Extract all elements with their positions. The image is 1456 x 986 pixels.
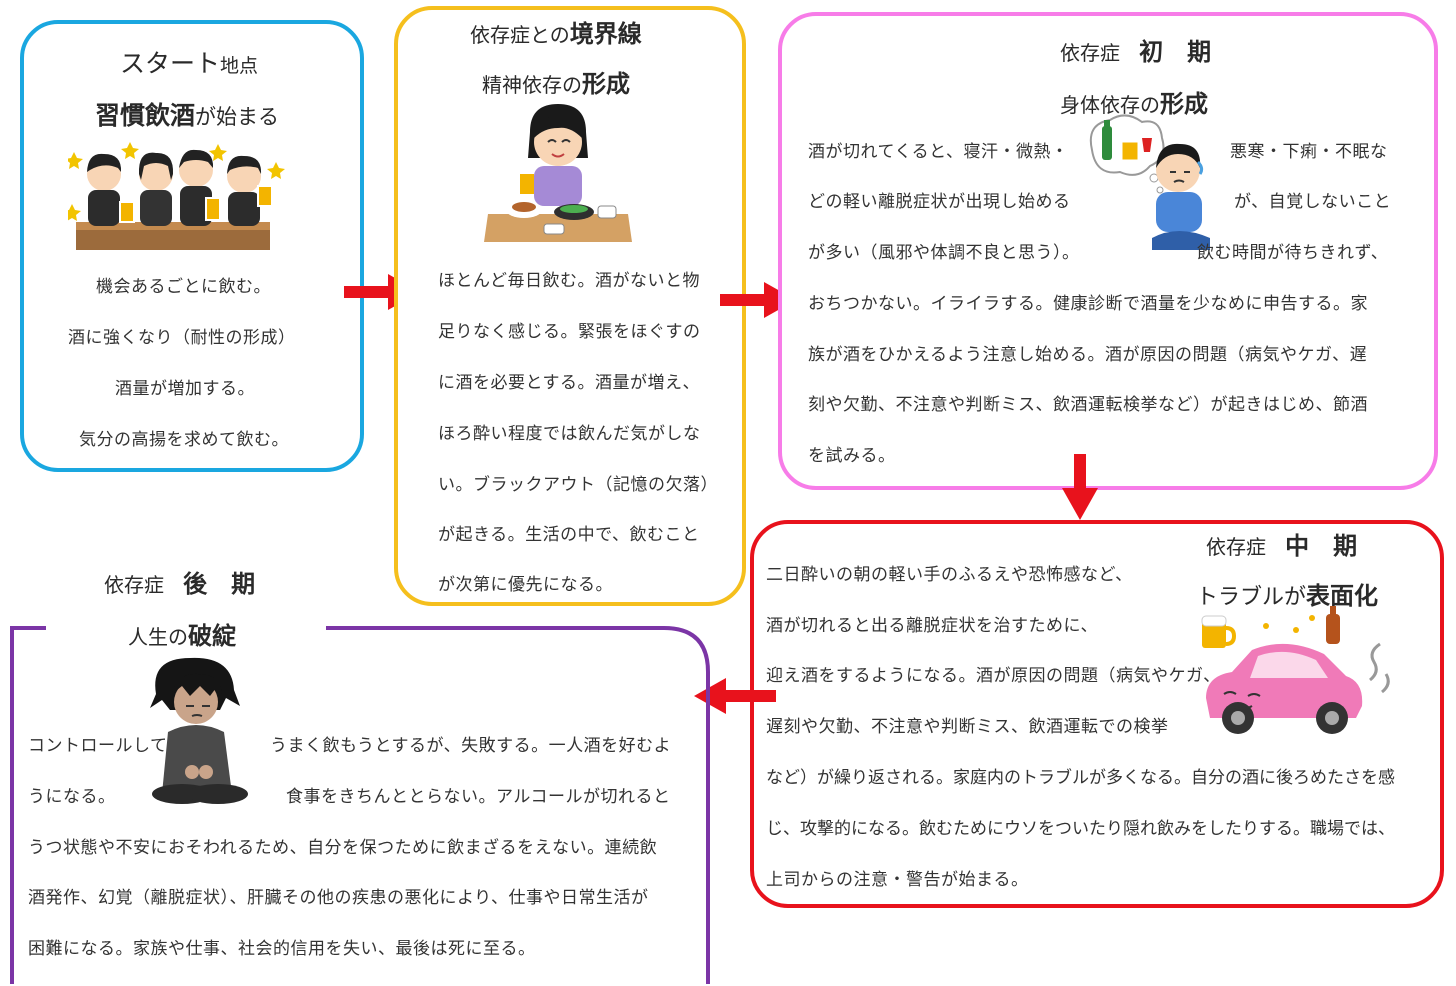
woman-drinking-illustration: [484, 104, 632, 242]
stage-early-line: 刻や欠勤、不注意や判断ミス、飲酒運転検挙など）が起きはじめ、節酒: [808, 395, 1368, 415]
stage-late-line: 困難になる。家族や仕事、社会的信用を失い、最後は死に至る。: [28, 939, 536, 959]
stage-boundary-line: が起きる。生活の中で、飲むこと: [438, 525, 700, 545]
stage-middle-subtitle: トラブルが表面化: [1196, 576, 1378, 611]
stage-middle-line: 酒が切れると出る離脱症状を治すために、: [766, 616, 1098, 636]
drinking-party-illustration: [68, 142, 285, 250]
stage-start-line: 酒量が増加する。: [115, 379, 255, 399]
stage-boundary-line: い。ブラックアウト（記憶の欠落）: [438, 475, 718, 495]
stage-middle-line: 遅刻や欠勤、不注意や判断ミス、飲酒運転での検挙: [766, 717, 1169, 737]
stage-boundary-subtitle-main: 精神依存の: [482, 73, 582, 97]
stage-early-subtitle: 身体依存の形成: [1060, 84, 1208, 119]
despairing-man-illustration: [150, 657, 248, 804]
stage-late-line: 酒発作、幻覚（離脱症状）、肝臓その他の疾患の悪化により、仕事や日常生活が: [28, 888, 649, 908]
stage-boundary-line: が次第に優先になる。: [438, 575, 613, 595]
stage-middle-line: 二日酔いの朝の軽い手のふるえや恐怖感など、: [766, 565, 1133, 585]
stage-late-title-main: 依存症: [104, 573, 164, 597]
stage-middle-line: 迎え酒をするようになる。酒が原因の問題（病気やケガ、: [766, 666, 1221, 686]
stage-early-line: を試みる。: [808, 446, 896, 466]
stage-late-line: 食事をきちんととらない。アルコールが切れると: [286, 787, 671, 807]
stage-boundary-line: ほろ酔い程度では飲んだ気がしな: [438, 424, 701, 444]
stage-late-line: うになる。: [28, 787, 116, 807]
stage-start-line: 機会あるごとに飲む。: [96, 277, 271, 297]
stage-middle-title: 依存症 中 期: [1206, 526, 1357, 561]
stage-early-title: 依存症 初 期: [1060, 32, 1211, 67]
stage-early-line: 酒が切れてくると、寝汗・微熱・: [808, 142, 1069, 162]
stage-early-line: が、自覚しないこと: [1234, 192, 1392, 212]
stage-start-title: スタート地点: [120, 44, 258, 80]
stage-middle-title-main: 依存症: [1206, 535, 1266, 559]
stage-boundary-title: 依存症との境界線: [470, 14, 642, 49]
stage-boundary-box: [394, 6, 746, 606]
stage-start-subtitle: 習慣飲酒が始まる: [95, 96, 279, 132]
stage-boundary-subtitle: 精神依存の形成: [482, 64, 630, 99]
stage-early-line: どの軽い離脱症状が出現し始める: [808, 192, 1071, 212]
stage-early-box: [778, 12, 1438, 490]
stage-late-line: うまく飲もうとするが、失敗する。一人酒を好むよ: [270, 736, 672, 756]
stage-middle-subtitle-main: トラブルが: [1196, 585, 1307, 610]
stage-early-line: 飲む時間が待ちきれず、: [1197, 243, 1389, 263]
stage-late-title: 依存症 後 期: [104, 564, 255, 599]
stage-late-line: コントロールして: [28, 736, 168, 756]
stage-boundary-line: に酒を必要とする。酒量が増え、: [438, 373, 700, 393]
stage-start-subtitle-rest: が始まる: [195, 105, 280, 129]
stage-late-title-bold: 後 期: [183, 570, 256, 598]
man-craving-alcohol-illustration: [1089, 114, 1210, 250]
stage-middle-line: じ、攻撃的になる。飲むためにウソをついたり隠れ飲みをしたりする。職場では、: [766, 819, 1395, 839]
stage-early-subtitle-bold: 形成: [1160, 90, 1208, 118]
stage-middle-subtitle-bold: 表面化: [1306, 582, 1379, 610]
stage-middle-title-bold: 中 期: [1285, 532, 1358, 560]
stage-early-line: 悪寒・下痢・不眠な: [1230, 142, 1388, 162]
stage-middle-line: 上司からの注意・警告が始まる。: [766, 870, 1029, 890]
stage-late-subtitle-bold: 破綻: [188, 622, 236, 650]
stage-boundary-title-bold: 境界線: [569, 20, 642, 48]
drunk-car-illustration: [1201, 606, 1390, 734]
arrow-down-icon: [1062, 454, 1098, 520]
stage-early-line: 族が酒をひかえるよう注意し始める。酒が原因の問題（病気やケガ、遅: [808, 345, 1368, 365]
stage-start-line: 酒に強くなり（耐性の形成）: [68, 328, 296, 348]
stage-boundary-title-main: 依存症との: [470, 23, 570, 47]
stage-middle-line: など）が繰り返される。家庭内のトラブルが多くなる。自分の酒に後ろめたさを感: [766, 768, 1395, 788]
stage-late-subtitle: 人生の破綻: [128, 616, 236, 651]
stage-late-subtitle-main: 人生の: [128, 625, 188, 649]
stage-early-line: が多い（風邪や体調不良と思う）。: [808, 243, 1080, 263]
stage-start-title-sub: 地点: [220, 55, 259, 77]
stage-start-line: 気分の高揚を求めて飲む。: [79, 430, 289, 450]
stage-late-line: うつ状態や不安におそわれるため、自分を保つために飲まざるをえない。連続飲: [28, 838, 658, 858]
stage-early-subtitle-main: 身体依存の: [1060, 93, 1160, 117]
stage-early-title-bold: 初 期: [1139, 38, 1212, 66]
stage-boundary-line: 足りなく感じる。緊張をほぐすの: [438, 322, 701, 342]
stage-early-title-main: 依存症: [1060, 41, 1120, 65]
stage-early-line: おちつかない。イライラする。健康診断で酒量を少なめに申告する。家: [808, 294, 1368, 314]
stage-start-subtitle-bold: 習慣飲酒: [95, 101, 196, 130]
stage-late-box: [10, 626, 710, 984]
stage-start-title-main: スタート: [120, 49, 221, 78]
stage-boundary-subtitle-bold: 形成: [582, 70, 630, 98]
stage-boundary-line: ほとんど毎日飲む。酒がないと物: [438, 271, 700, 291]
